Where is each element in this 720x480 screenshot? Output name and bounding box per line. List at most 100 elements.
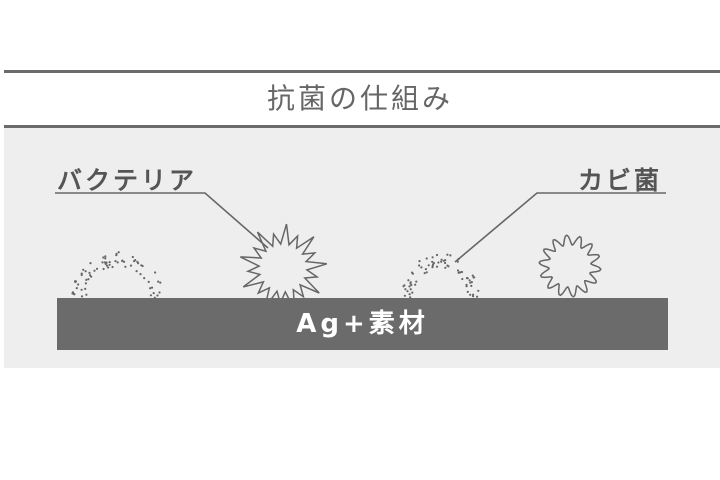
dispersed-dot: [87, 278, 90, 281]
dispersed-dot: [150, 286, 154, 289]
dispersed-dot: [442, 259, 445, 262]
dispersed-dot: [135, 270, 138, 273]
dispersed-dot: [84, 287, 87, 290]
dispersed-dot: [477, 289, 480, 292]
dispersed-dot: [149, 294, 152, 297]
dispersed-dot: [157, 280, 160, 283]
dispersed-dot: [111, 265, 114, 269]
dispersed-dot: [116, 261, 119, 264]
dispersed-dot: [409, 296, 412, 299]
dispersed-dot: [147, 280, 150, 283]
dispersed-dot: [437, 261, 440, 264]
dispersed-dot: [468, 279, 471, 282]
dispersed-dot: [77, 283, 80, 286]
dispersed-dot: [93, 269, 96, 272]
dispersed-dot: [410, 283, 413, 287]
dispersed-dot: [114, 260, 117, 263]
mold-dispersed-icon: [402, 253, 480, 299]
dispersed-dot: [82, 268, 85, 271]
dispersed-dot: [104, 257, 107, 260]
dispersed-dot: [465, 277, 469, 280]
dispersed-dot: [102, 256, 105, 259]
dispersed-dot: [123, 260, 126, 263]
dispersed-dot: [143, 277, 146, 280]
dispersed-dot: [409, 288, 412, 291]
title-bottom-rule: [4, 125, 720, 128]
dispersed-dot: [473, 276, 476, 279]
dispersed-dot: [456, 269, 460, 272]
dispersed-dot: [457, 258, 460, 261]
dispersed-dot: [465, 285, 468, 288]
dispersed-dot: [408, 285, 411, 288]
dispersed-dot: [158, 291, 161, 294]
dispersed-dot: [102, 267, 105, 271]
dispersed-dot: [435, 253, 439, 257]
dispersed-dot: [409, 281, 412, 284]
dispersed-dot: [403, 284, 406, 287]
dispersed-dot: [424, 268, 427, 271]
dispersed-dot: [446, 253, 449, 256]
bacteria-dispersed-icon: [71, 251, 162, 299]
dispersed-dot: [431, 264, 434, 267]
dispersed-dot: [80, 288, 83, 291]
dispersed-dot: [403, 294, 406, 297]
dispersed-dot: [85, 293, 88, 296]
diagram-title: 抗菌の仕組み: [266, 82, 453, 115]
dispersed-dot: [159, 281, 162, 284]
dispersed-dot: [411, 271, 414, 274]
dispersed-dot: [460, 270, 464, 274]
dispersed-dot: [101, 261, 104, 264]
dispersed-dot: [425, 257, 428, 260]
dispersed-dot: [447, 265, 450, 268]
dispersed-dot: [470, 284, 473, 287]
dispersed-dot: [461, 277, 464, 281]
dispersed-dot: [85, 278, 88, 281]
title-top-rule: [4, 70, 720, 73]
dispersed-dot: [407, 279, 410, 282]
dispersed-dot: [444, 261, 447, 265]
mold-label: カビ菌: [578, 166, 663, 195]
dispersed-dot: [108, 263, 111, 266]
dispersed-dot: [89, 274, 92, 277]
dispersed-dot: [84, 282, 87, 285]
dispersed-dot: [423, 272, 426, 275]
dispersed-dot: [80, 273, 83, 277]
dispersed-dot: [71, 292, 74, 295]
dispersed-dot: [435, 265, 439, 268]
dispersed-dot: [404, 288, 407, 291]
dispersed-dot: [444, 266, 447, 269]
dispersed-dot: [129, 264, 133, 267]
dispersed-dot: [408, 293, 411, 296]
dispersed-dot: [115, 252, 118, 255]
dispersed-dot: [105, 264, 109, 267]
dispersed-dot: [152, 292, 155, 295]
dispersed-dot: [427, 264, 430, 267]
dispersed-dot: [469, 293, 472, 296]
dispersed-dot: [95, 267, 99, 270]
dispersed-dot: [418, 260, 421, 263]
dispersed-dot: [84, 270, 87, 273]
material-label: Ag+素材: [296, 309, 429, 339]
dispersed-dot: [431, 256, 434, 259]
dispersed-dot: [121, 259, 124, 262]
dispersed-dot: [137, 262, 140, 265]
dispersed-dot: [458, 271, 461, 274]
dispersed-dot: [104, 262, 107, 265]
mold-leader-line: [454, 192, 666, 263]
dispersed-dot: [140, 264, 143, 267]
dispersed-dot: [425, 271, 428, 274]
bacteria-leader-line: [55, 192, 269, 249]
dispersed-dot: [469, 281, 472, 284]
dispersed-dot: [449, 254, 452, 257]
dispersed-dot: [440, 260, 443, 263]
dispersed-dot: [406, 290, 409, 293]
dispersed-dot: [108, 261, 111, 264]
dispersed-dot: [88, 271, 91, 274]
dispersed-dot: [420, 266, 423, 269]
dispersed-dot: [472, 295, 475, 298]
dispersed-dot: [107, 266, 110, 269]
dispersed-dot: [139, 273, 142, 276]
dispersed-dot: [154, 271, 157, 274]
dispersed-dot: [73, 293, 76, 296]
